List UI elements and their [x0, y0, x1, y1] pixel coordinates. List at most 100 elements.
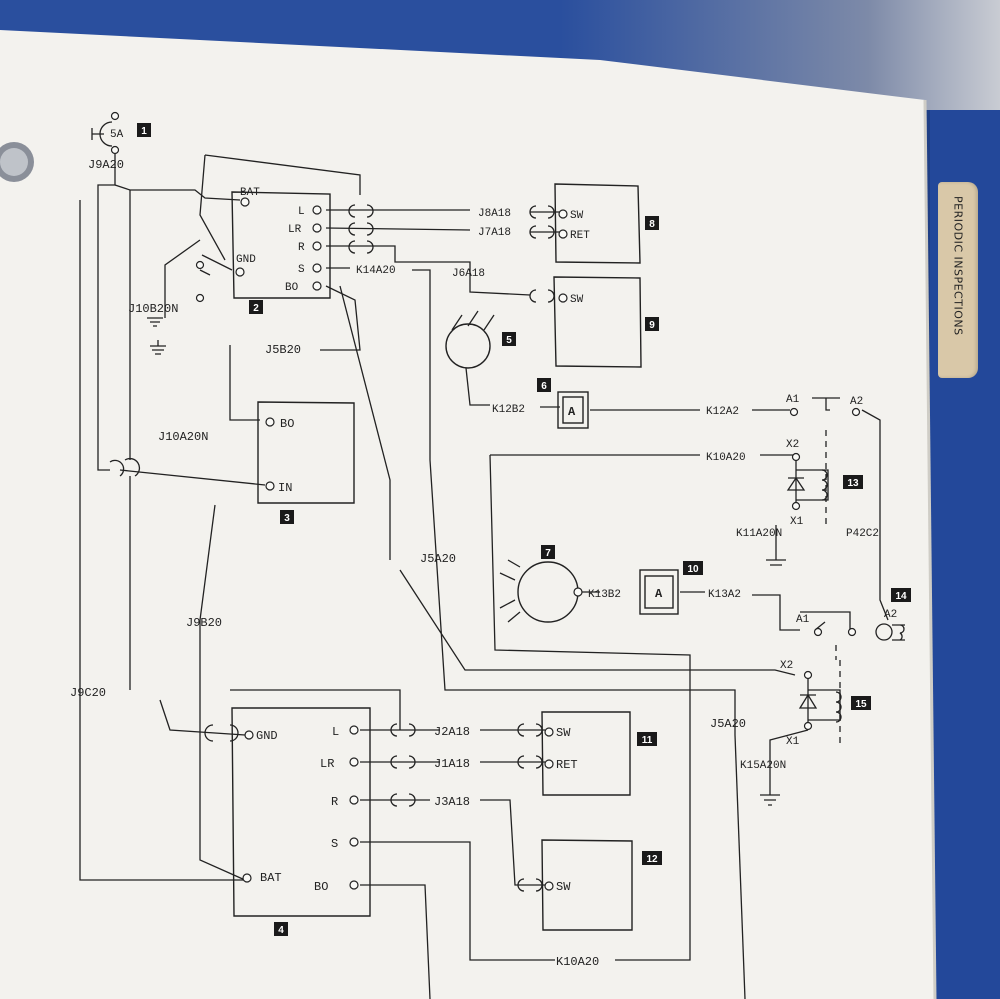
wire-label: K14A20	[356, 265, 396, 277]
wire-labels: J9A20 J10B20N J5B20 J10A20N J9B20 J9C20 …	[70, 158, 879, 969]
badge-8-text: 8	[649, 219, 655, 230]
component-4-box	[231, 707, 371, 917]
component-boxes	[231, 183, 642, 931]
wire-label: K12B2	[492, 404, 525, 416]
c9-pin-sw: SW	[570, 294, 584, 306]
c4-pin-r: R	[331, 795, 338, 809]
c12-pin-sw: SW	[556, 880, 571, 894]
c2-pin-l: L	[298, 206, 305, 218]
wire-label: K11A20N	[736, 528, 782, 540]
breaker-switch	[91, 121, 113, 147]
badge-4-text: 4	[278, 925, 284, 936]
badge-11	[637, 732, 657, 746]
badge-15	[851, 696, 871, 710]
pin-labels: 5A BAT GND L LR R S BO BO IN GND BAT L L…	[110, 129, 897, 894]
wire-label: K12A2	[706, 406, 739, 418]
c2-pin-s: S	[298, 264, 305, 276]
badge-2-text: 2	[253, 303, 259, 314]
c11-pin-sw: SW	[556, 726, 571, 740]
terminals	[110, 111, 861, 891]
wire-label: K13A2	[708, 589, 741, 601]
wire-connectors	[109, 204, 555, 892]
c13-pin-x2: X2	[786, 439, 799, 451]
wire-label: J10A20N	[158, 430, 208, 444]
wire-label: J5A20	[420, 552, 456, 566]
c2-pin-r: R	[298, 242, 305, 254]
badge-7-text: 7	[545, 548, 551, 559]
badge-8	[645, 216, 659, 230]
badge-13	[843, 475, 863, 489]
c2-pin-lr: LR	[288, 224, 302, 236]
wires	[79, 150, 889, 999]
badge-10	[683, 561, 703, 575]
wire-label: K10A20	[706, 452, 746, 464]
badge-5	[502, 332, 516, 346]
section-tab-label: PERIODIC INSPECTIONS	[951, 196, 965, 336]
component-6-relay	[557, 391, 589, 429]
c2-pin-bo: BO	[285, 282, 299, 294]
wire-label: K10A20	[556, 955, 599, 969]
badge-15-text: 15	[855, 699, 867, 710]
c3-pin-bo: BO	[280, 417, 294, 431]
wire-label: J9A20	[88, 158, 124, 172]
c2-pin-gnd: GND	[236, 254, 256, 266]
wire-label: J10B20N	[128, 302, 178, 316]
wire-label: J1A18	[434, 757, 470, 771]
badge-14-text: 14	[895, 591, 907, 602]
c2-pin-bat: BAT	[240, 187, 260, 199]
devices	[91, 121, 905, 723]
c15-pin-x2: X2	[780, 660, 793, 672]
component-10-relay	[639, 569, 679, 615]
badge-12	[642, 851, 662, 865]
c11-pin-ret: RET	[556, 758, 578, 772]
badge-14	[891, 588, 911, 602]
badge-1-text: 1	[141, 126, 147, 137]
c14-pin-a2: A2	[884, 609, 897, 621]
relay-a2-top: A2	[850, 396, 863, 408]
wire-label: J5A20	[710, 717, 746, 731]
badge-3-text: 3	[284, 513, 290, 524]
badge-12-text: 12	[646, 854, 658, 865]
badges: 1 2 3 4 5 6 7 8 9 10 11 12 13 14 15	[137, 123, 911, 936]
c4-pin-s: S	[331, 837, 338, 851]
component-11-box	[541, 711, 631, 796]
badge-2	[249, 300, 263, 314]
c4-pin-lr: LR	[320, 757, 334, 771]
c10-symbol: A	[655, 587, 663, 601]
component-12-box	[541, 839, 633, 931]
badge-10-text: 10	[687, 564, 699, 575]
wire-label: P42C2	[846, 528, 879, 540]
wire-label: K13B2	[588, 589, 621, 601]
wire-label: J5B20	[265, 343, 301, 357]
component-15-diode	[798, 693, 818, 709]
badge-11-text: 11	[642, 735, 653, 746]
component-8-box	[554, 183, 641, 264]
badge-4	[274, 922, 288, 936]
badge-9-text: 9	[649, 320, 655, 331]
component-9-box	[553, 276, 642, 368]
c4-pin-bo: BO	[314, 880, 328, 894]
wire-label: J9B20	[186, 616, 222, 630]
component-3-box	[257, 401, 355, 504]
section-tab[interactable]	[938, 182, 978, 378]
component-7-lamp	[517, 561, 579, 623]
badge-9	[645, 317, 659, 331]
wire-label: J6A18	[452, 268, 485, 280]
wire-label: J9C20	[70, 686, 106, 700]
wire-label: J2A18	[434, 725, 470, 739]
c8-pin-ret: RET	[570, 230, 590, 242]
component-13-diode	[786, 476, 806, 491]
badge-1	[137, 123, 151, 137]
component-2-box	[231, 191, 331, 299]
c4-pin-gnd: GND	[256, 729, 278, 743]
c13-pin-x1: X1	[790, 516, 804, 528]
badge-6	[537, 378, 551, 392]
wire-label: J7A18	[478, 227, 511, 239]
wire-label: K15A20N	[740, 760, 786, 772]
badge-3	[280, 510, 294, 524]
c14-pin-a1: A1	[796, 614, 810, 626]
c6-symbol: A	[568, 405, 576, 419]
badge-7	[541, 545, 555, 559]
component-14-coil	[875, 623, 893, 641]
